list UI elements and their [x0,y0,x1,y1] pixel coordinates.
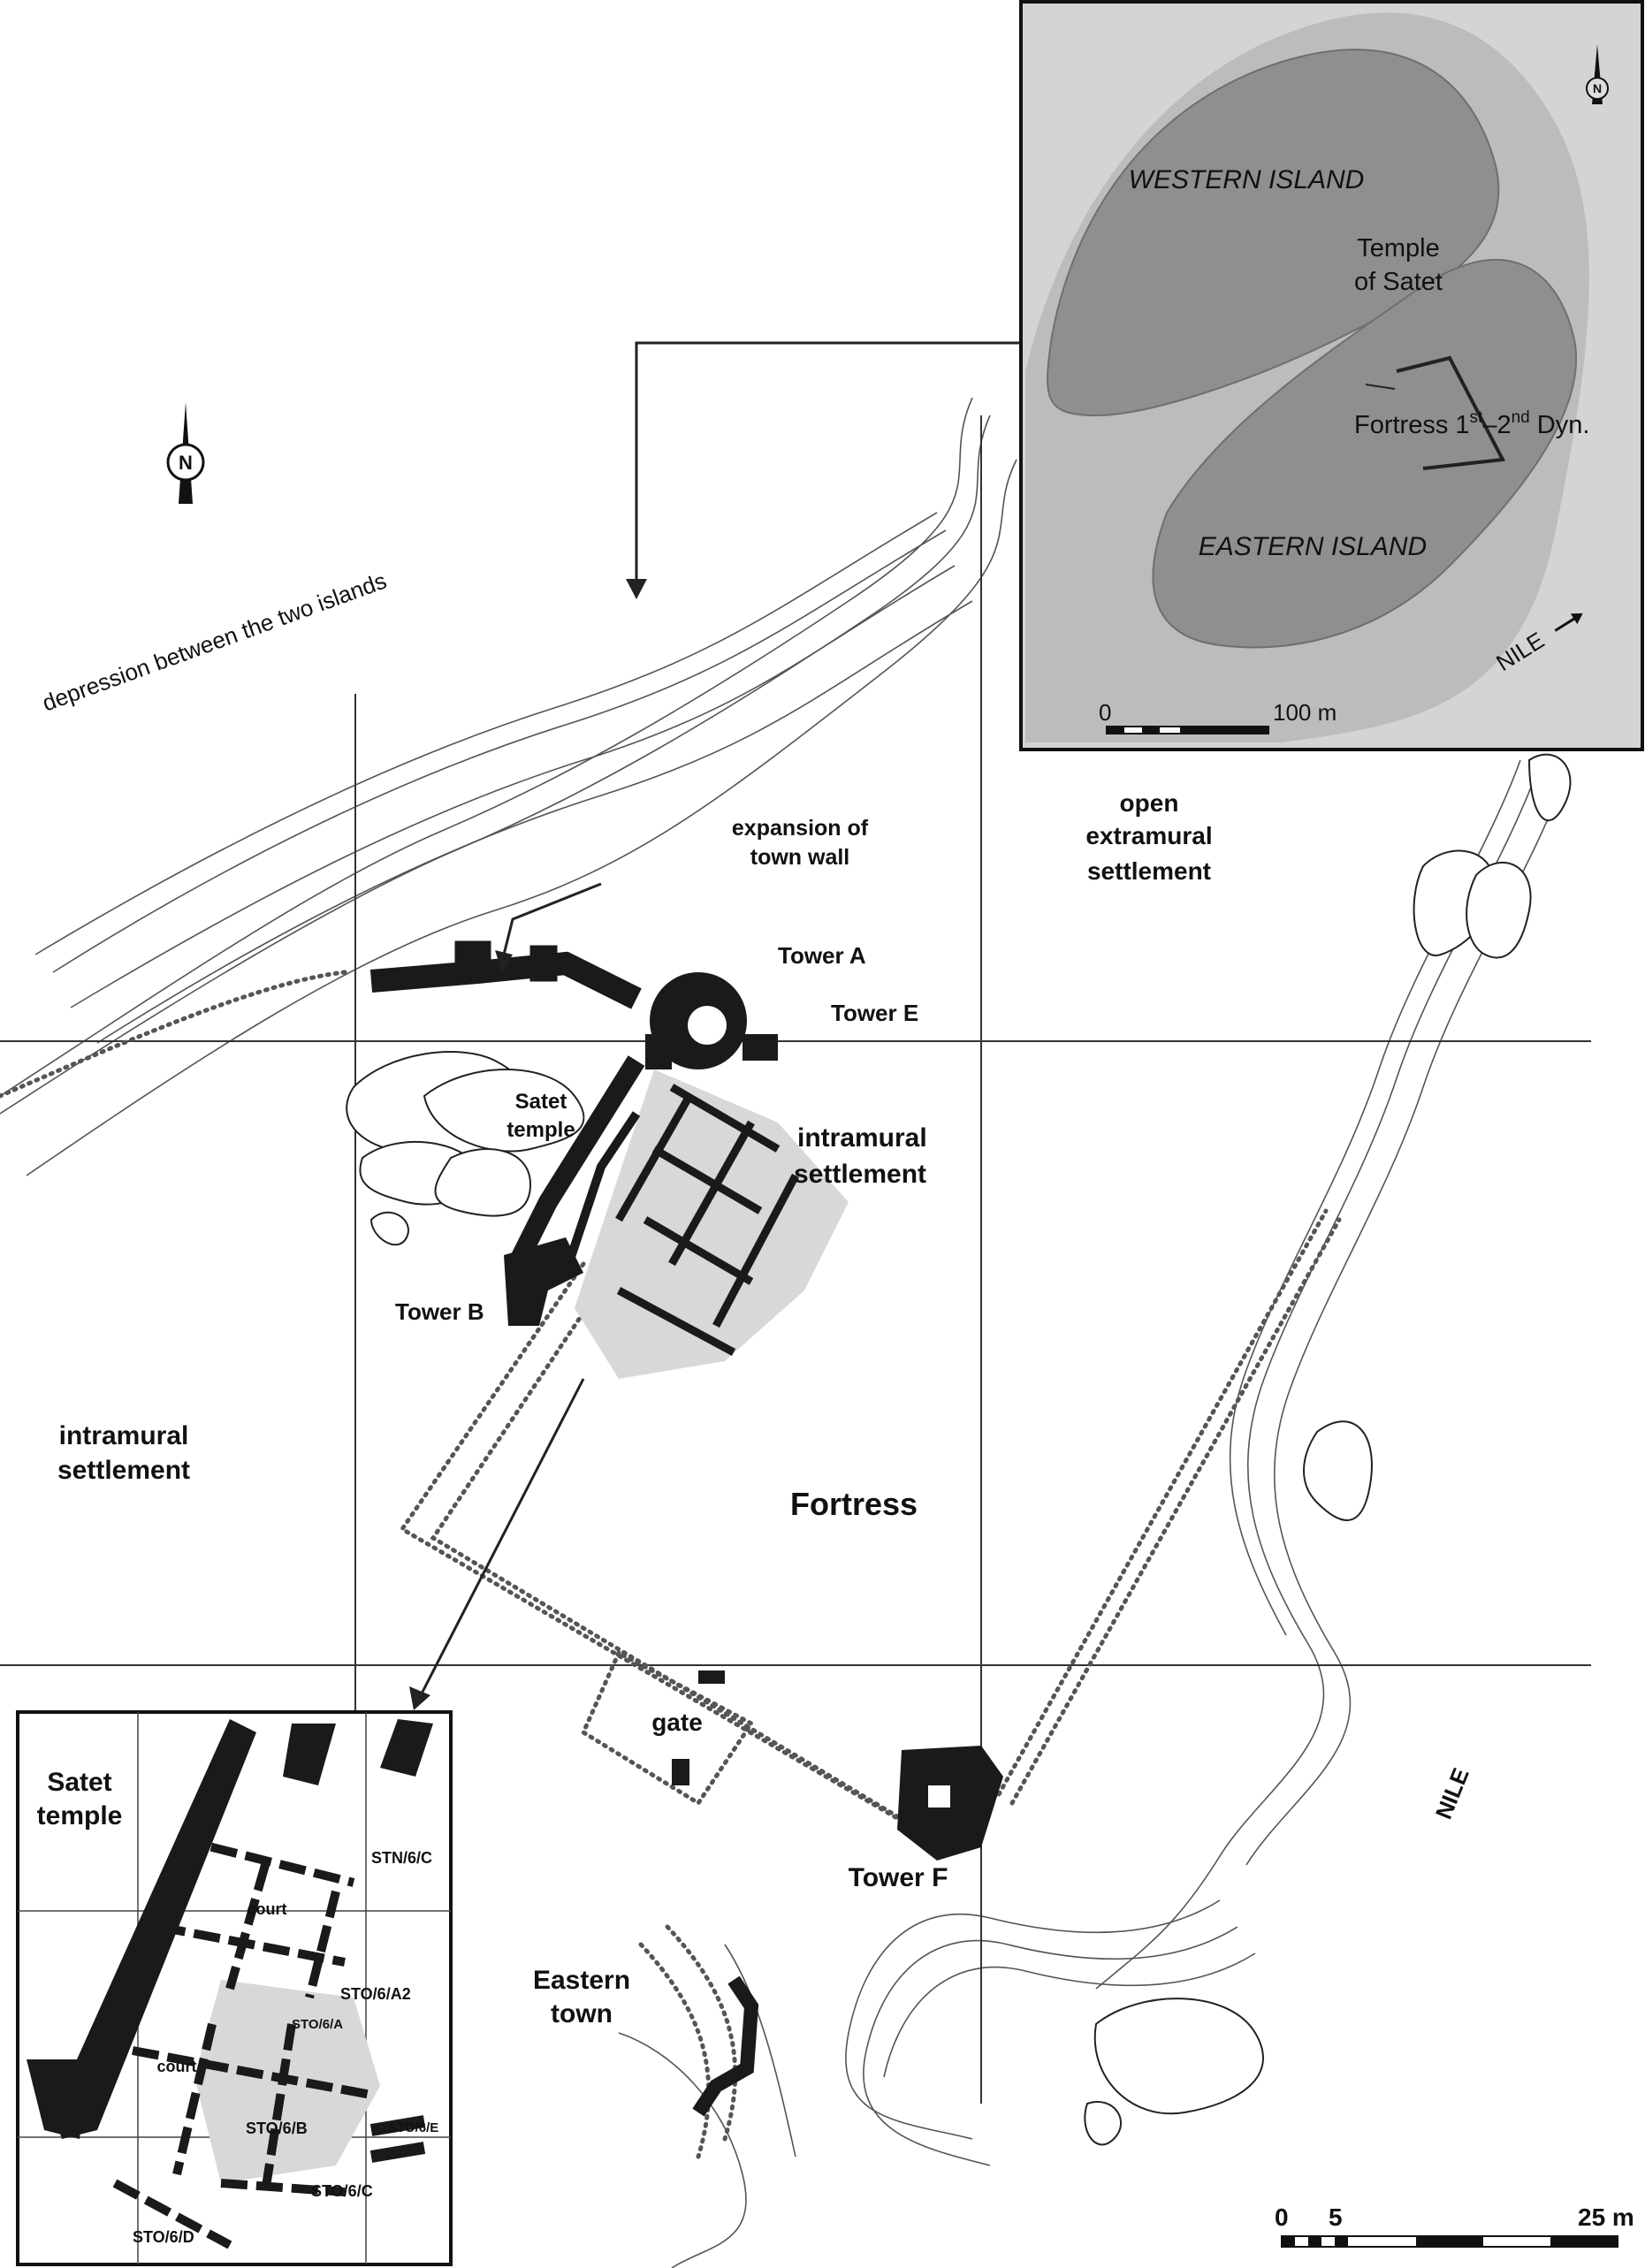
inset-temple-line2: of Satet [1354,268,1443,296]
detail-unit-sto6a2: STO/6/A2 [340,1985,411,2003]
detail-court-lower: court [157,2058,197,2075]
label-eastern-town-line1: Eastern [533,1966,630,1995]
scale-bar-main: 0 5 25 m [1275,2203,1634,2248]
detail-unit-sto6d: STO/6/D [133,2228,194,2246]
inset-fortress-prefix: Fortress 1 [1354,411,1470,439]
scale-main-start: 0 [1275,2203,1289,2231]
north-symbol: N [179,452,193,474]
label-gate: gate [651,1709,703,1736]
detail-unit-stn6c: STN/6/C [371,1849,432,1867]
scale-bar-inset: 0 100 m [1099,699,1337,734]
detail-satet-line2: temple [37,1801,123,1830]
label-open-line2: extramural [1085,822,1212,849]
label-intramural-right-line2: settlement [794,1160,926,1189]
label-satet-temple-line1: Satet [515,1090,567,1114]
tower-b [504,1237,583,1326]
scale-main-mid: 5 [1329,2203,1343,2231]
north-arrow-main: N [166,402,205,504]
north-arrow-inset: N [1586,44,1609,104]
contour-lines [0,397,1017,1176]
label-nile-main: NILE [1430,1764,1474,1823]
inset-detail-plan: Satet temple court court STN/6/C STO/6/A… [16,1710,453,2266]
inset-temple-line1: Temple [1357,234,1440,263]
eastern-town-walls [692,1975,759,2117]
label-eastern-town-line2: town [551,1999,613,2028]
inset-north-symbol: N [1593,81,1602,95]
label-satet-temple-line2: temple [506,1118,575,1142]
inset-western-island: WESTERN ISLAND [1129,165,1365,194]
inset-eastern-island: EASTERN ISLAND [1199,532,1427,561]
intramural-room-walls [615,1084,799,1356]
label-intramural-left-line2: settlement [57,1456,190,1485]
detail-unit-sto6a: STO/6/A [292,2017,343,2032]
detail-unit-sto6b: STO/6/B [246,2120,308,2137]
detail-satet-line1: Satet [47,1768,111,1797]
label-intramural-left-line1: intramural [59,1421,189,1450]
detail-unit-sto6e: STO/6/E [388,2120,438,2135]
granite-boulders [346,753,1572,2146]
label-expansion-line1: expansion of [732,816,869,841]
inset-fortress-caption: Fortress 1st–2nd Dyn. [1354,408,1589,439]
gate-remains [672,1671,725,1785]
label-tower-b: Tower B [395,1298,484,1325]
label-tower-f: Tower F [849,1863,948,1892]
tower-a-e [645,972,778,1069]
inset-scale-end: 100 m [1273,699,1337,726]
label-depression: depression between the two islands [39,567,390,717]
inset-fortress-sup1: st [1470,408,1484,427]
arrows [409,341,1025,1710]
inset-island-overview: WESTERN ISLAND EASTERN ISLAND Temple of … [1019,0,1644,751]
label-intramural-right-line1: intramural [797,1123,927,1153]
detail-unit-sto6c: STO/6/C [311,2182,373,2200]
inset-scale-start: 0 [1099,699,1111,726]
inset-fortress-mid: –2 [1482,411,1511,439]
label-expansion-line2: town wall [750,845,850,870]
scale-main-end: 25 m [1578,2203,1634,2231]
detail-court-upper: court [248,1900,287,1918]
inset-fortress-suffix: Dyn. [1530,411,1590,439]
label-fortress: Fortress [790,1486,918,1522]
nile-bank-contours [618,759,1565,2268]
label-open-line3: settlement [1087,857,1211,885]
label-tower-e: Tower E [831,1000,918,1026]
intramural-settlement-area [575,1069,849,1379]
label-tower-a: Tower A [778,942,866,969]
tower-f [897,1746,1003,1861]
label-open-line1: open [1120,789,1179,817]
reconstructed-walls [0,970,1342,2159]
inset-fortress-sup2: nd [1512,408,1530,427]
